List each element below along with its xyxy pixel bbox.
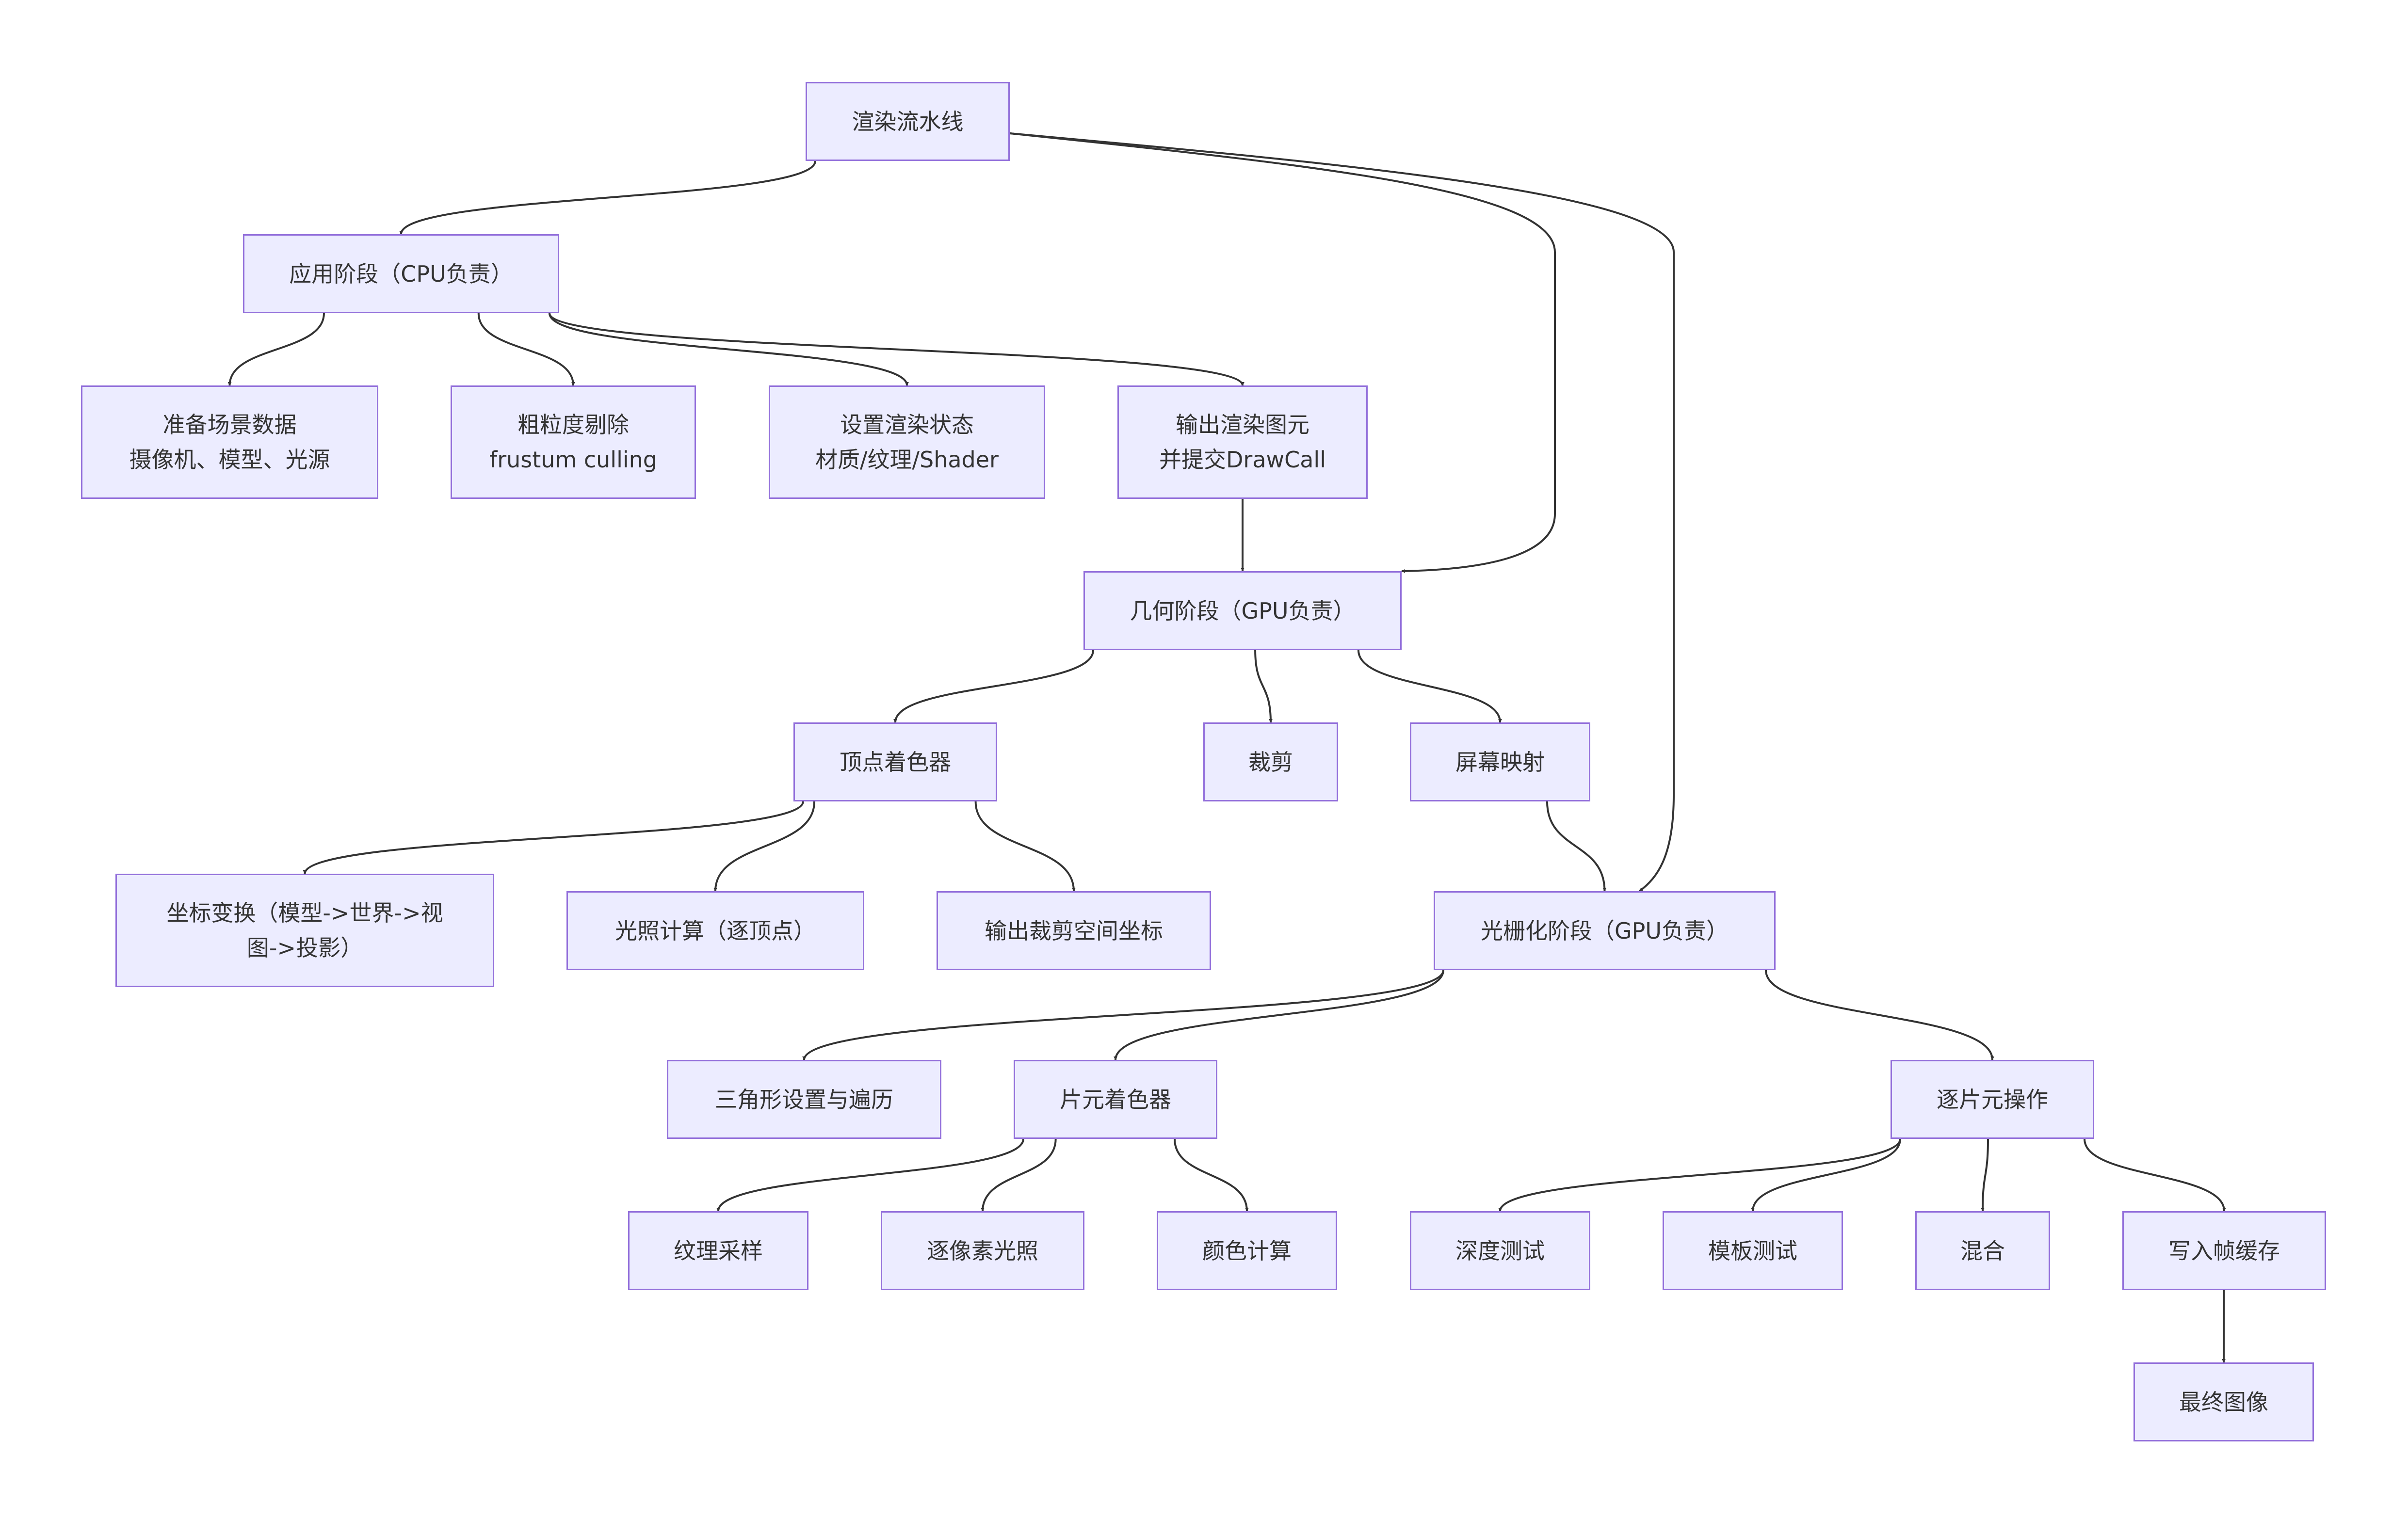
edge-root-to-raster <box>1009 132 1675 892</box>
node-label: 混合 <box>1960 1237 2005 1264</box>
edge-vs-to-coord <box>303 801 804 874</box>
node-label: 最终图像 <box>2179 1389 2268 1415</box>
node-color-calculation: 颜色计算 <box>1157 1211 1337 1290</box>
node-label: 颜色计算 <box>1202 1237 1292 1264</box>
edge-fs-to-tex <box>716 1138 1024 1212</box>
node-label: 裁剪 <box>1248 749 1293 775</box>
node-label: 坐标变换（模型->世界->视 <box>166 900 443 926</box>
edge-perfrag-to-stencil <box>1751 1138 1901 1212</box>
node-depth-test: 深度测试 <box>1410 1211 1590 1290</box>
node-set-render-state: 设置渲染状态 材质/纹理/Shader <box>769 385 1045 499</box>
node-geometry-stage: 几何阶段（GPU负责） <box>1083 571 1402 650</box>
node-label: 三角形设置与遍历 <box>715 1086 893 1113</box>
node-per-pixel-lighting: 逐像素光照 <box>881 1211 1084 1290</box>
node-label: 顶点着色器 <box>840 749 951 775</box>
node-label: 屏幕映射 <box>1455 749 1545 775</box>
node-label: 光照计算（逐顶点） <box>615 917 816 944</box>
node-rasterization-stage: 光栅化阶段（GPU负责） <box>1434 891 1776 970</box>
edge-geo-to-clip <box>1254 650 1273 723</box>
node-label: 深度测试 <box>1455 1237 1545 1264</box>
node-write-framebuffer: 写入帧缓存 <box>2122 1211 2326 1290</box>
edge-fs-to-pixlight <box>981 1138 1057 1212</box>
node-stencil-test: 模板测试 <box>1663 1211 1843 1290</box>
node-label: 准备场景数据 <box>162 412 297 438</box>
node-label: 输出裁剪空间坐标 <box>985 917 1163 944</box>
edge-root-to-geo <box>1009 132 1556 573</box>
edge-vs-to-clipout <box>974 801 1076 892</box>
node-vertex-shader: 顶点着色器 <box>793 722 997 801</box>
edge-fs-to-color <box>1173 1138 1249 1212</box>
node-sublabel: 摄像机、模型、光源 <box>129 447 330 473</box>
edge-app-to-state <box>549 313 909 386</box>
node-label: 模板测试 <box>1708 1237 1797 1264</box>
node-triangle-setup: 三角形设置与遍历 <box>667 1060 941 1139</box>
node-label: 片元着色器 <box>1060 1086 1171 1113</box>
node-prepare-scene-data: 准备场景数据 摄像机、模型、光源 <box>81 385 378 499</box>
edge-perfrag-to-fb <box>2084 1138 2226 1212</box>
edge-raster-to-fs <box>1114 970 1444 1060</box>
node-sublabel: 并提交DrawCall <box>1159 447 1326 473</box>
node-label: 渲染流水线 <box>852 108 964 135</box>
node-label: 逐片元操作 <box>1937 1086 2048 1113</box>
edge-perfrag-to-depth <box>1498 1138 1901 1212</box>
edge-raster-to-tri <box>802 970 1444 1060</box>
node-output-primitives: 输出渲染图元 并提交DrawCall <box>1117 385 1368 499</box>
node-label: 纹理采样 <box>674 1237 763 1264</box>
node-sublabel: 图->投影） <box>246 935 363 961</box>
node-coarse-culling: 粗粒度剔除 frustum culling <box>451 385 696 499</box>
node-fragment-shader: 片元着色器 <box>1014 1060 1217 1139</box>
node-clipping: 裁剪 <box>1203 722 1338 801</box>
edge-app-to-cull <box>477 313 575 386</box>
edge-geo-to-screen <box>1357 650 1502 723</box>
node-output-clip-space-coords: 输出裁剪空间坐标 <box>937 891 1211 970</box>
node-blending: 混合 <box>1915 1211 2050 1290</box>
node-sublabel: frustum culling <box>489 447 657 473</box>
node-sublabel: 材质/纹理/Shader <box>815 447 999 473</box>
edge-raster-to-perfrag <box>1765 970 1994 1060</box>
edge-root-to-app <box>399 160 816 235</box>
edge-app-to-output <box>549 313 1244 386</box>
node-label: 粗粒度剔除 <box>517 412 629 438</box>
edge-geo-to-vs <box>893 650 1094 723</box>
node-texture-sampling: 纹理采样 <box>628 1211 808 1290</box>
node-coordinate-transform: 坐标变换（模型->世界->视 图->投影） <box>115 874 494 987</box>
node-application-stage: 应用阶段（CPU负责） <box>243 234 559 313</box>
node-label: 光栅化阶段（GPU负责） <box>1480 917 1729 944</box>
node-final-image: 最终图像 <box>2133 1362 2314 1441</box>
node-label: 几何阶段（GPU负责） <box>1130 597 1356 624</box>
node-label: 写入帧缓存 <box>2168 1237 2280 1264</box>
node-per-fragment-ops: 逐片元操作 <box>1891 1060 2094 1139</box>
node-screen-mapping: 屏幕映射 <box>1410 722 1590 801</box>
node-label: 应用阶段（CPU负责） <box>289 260 513 287</box>
node-label: 逐像素光照 <box>927 1237 1038 1264</box>
node-label: 输出渲染图元 <box>1176 412 1309 438</box>
node-vertex-lighting: 光照计算（逐顶点） <box>566 891 864 970</box>
edge-app-to-prep <box>227 313 325 386</box>
edge-perfrag-to-blend <box>1981 1138 1989 1212</box>
edge-vs-to-light <box>713 801 816 892</box>
node-label: 设置渲染状态 <box>840 412 974 438</box>
edge-screen-to-raster <box>1546 801 1607 892</box>
edges <box>227 132 2226 1363</box>
node-render-pipeline: 渲染流水线 <box>806 82 1010 161</box>
